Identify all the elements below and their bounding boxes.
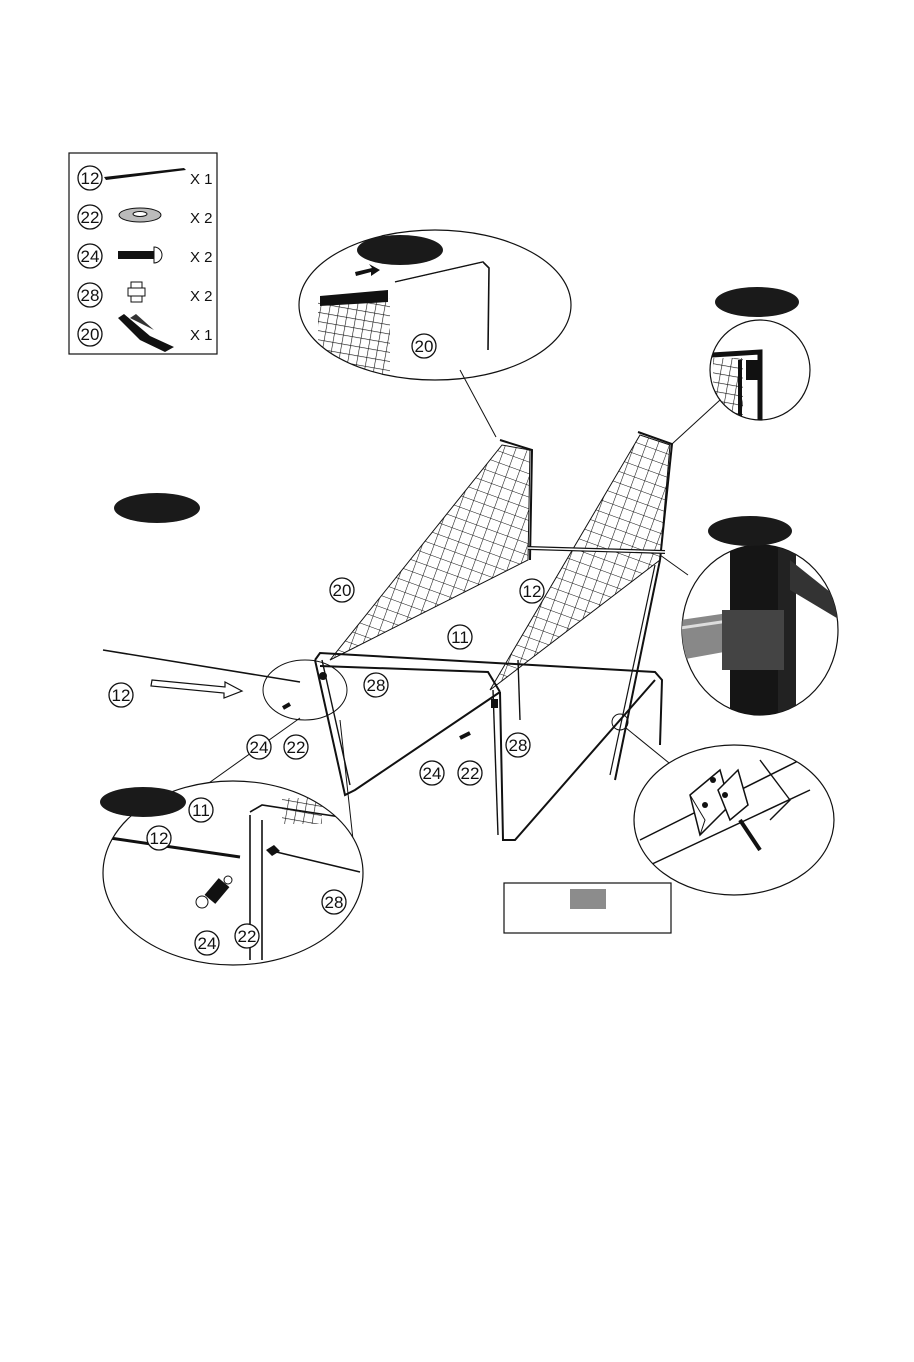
callout-number: 20	[333, 581, 352, 600]
part-number: 28	[81, 286, 100, 305]
part-quantity: X 2	[190, 249, 213, 266]
callout-left-24: 24	[247, 735, 271, 759]
callout-number: 11	[451, 628, 469, 647]
callout-number: 12	[112, 686, 131, 705]
step-badge	[708, 516, 792, 546]
grey-label-block	[570, 889, 606, 909]
callout-frame-11: 11	[448, 625, 472, 649]
part-quantity: X 2	[190, 210, 213, 227]
callout-detail-11: 11	[189, 798, 213, 822]
detail-bottom-right-hinge	[634, 745, 834, 895]
callout-number: 24	[423, 764, 442, 783]
part-number: 22	[81, 208, 100, 227]
callout-number: 28	[325, 893, 344, 912]
caption-box	[504, 883, 671, 933]
callout-number: 11	[192, 801, 210, 820]
detail-top-right-corner	[710, 287, 810, 420]
callout-center-24: 24	[420, 761, 444, 785]
callout-top-detail-20: 20	[412, 334, 436, 358]
part-quantity: X 2	[190, 288, 213, 305]
callout-number: 24	[198, 934, 217, 953]
callout-number: 22	[461, 764, 480, 783]
step-badge	[114, 493, 200, 523]
callout-number: 12	[150, 829, 169, 848]
detail-top-net-clip	[299, 230, 571, 398]
callout-detail-28: 28	[322, 890, 346, 914]
step-badge	[715, 287, 799, 317]
part-22-washer-icon	[119, 208, 161, 222]
callout-detail-24: 24	[195, 931, 219, 955]
part-number: 12	[81, 169, 100, 188]
part-quantity: X 1	[190, 171, 213, 188]
step-badge	[357, 235, 443, 265]
callout-left-22: 22	[284, 735, 308, 759]
callout-net-left-20: 20	[330, 578, 354, 602]
callout-number: 12	[523, 582, 542, 601]
detail-middle-right-joint	[680, 516, 840, 720]
step-badge	[100, 787, 186, 817]
callout-center-22: 22	[458, 761, 482, 785]
callout-number: 28	[509, 736, 528, 755]
part-number: 24	[81, 247, 100, 266]
callout-number: 24	[250, 738, 269, 757]
callout-front-bar-12: 12	[109, 683, 133, 707]
callout-number: 28	[367, 676, 386, 695]
callout-left-28: 28	[364, 673, 388, 697]
detail-bottom-left-bolt	[100, 781, 363, 965]
callout-number: 22	[287, 738, 306, 757]
part-number: 20	[81, 325, 100, 344]
callout-number: 20	[415, 337, 434, 356]
callout-center-28: 28	[506, 733, 530, 757]
callout-detail-22: 22	[235, 924, 259, 948]
part-quantity: X 1	[190, 327, 213, 344]
callout-number: 22	[238, 927, 257, 946]
callout-rear-bar-12: 12	[520, 579, 544, 603]
callout-detail-12: 12	[147, 826, 171, 850]
part-28-nut-icon	[128, 282, 145, 302]
